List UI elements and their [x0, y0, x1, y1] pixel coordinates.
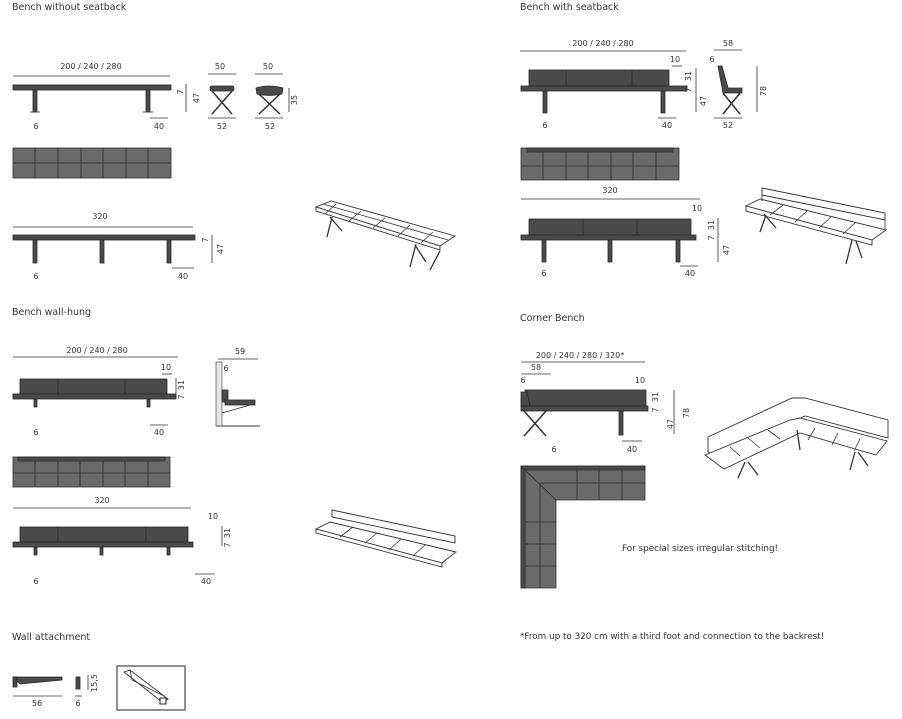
svg-text:47: 47	[666, 419, 675, 429]
svg-text:10: 10	[670, 55, 680, 64]
svg-text:10: 10	[635, 376, 645, 385]
bench-with-seatback-320-side-view: 320 10 6 40 31 7 47	[520, 186, 731, 278]
stool-side-views: 50 52 50 52 35	[208, 62, 299, 131]
corner-bench-side-view: 200 / 240 / 280 / 320* 58 6 10 6 40 31 7…	[520, 351, 691, 454]
title-bench-with-seatback: Bench with seatback	[520, 2, 619, 13]
title-bench-wall-hung: Bench wall-hung	[12, 307, 92, 318]
svg-text:56: 56	[32, 699, 42, 708]
bench-wall-hung-isometric	[314, 509, 458, 568]
title-bench-without-seatback: Bench without seatback	[12, 2, 127, 13]
svg-text:6: 6	[223, 364, 228, 373]
svg-text:40: 40	[154, 428, 164, 437]
svg-text:59: 59	[235, 347, 245, 356]
svg-text:58: 58	[531, 363, 541, 372]
svg-text:40: 40	[201, 577, 211, 586]
svg-text:6: 6	[75, 699, 80, 708]
bench-without-seatback-top-view	[12, 147, 172, 179]
svg-text:6: 6	[520, 376, 525, 385]
svg-text:320: 320	[602, 186, 617, 195]
wall-hung-section: 59 6	[215, 347, 260, 427]
svg-text:52: 52	[723, 121, 733, 130]
svg-text:6: 6	[33, 428, 38, 437]
svg-text:6: 6	[551, 445, 556, 454]
svg-text:7: 7	[651, 407, 660, 412]
bench-wall-hung-side-view: 200 / 240 / 280 10 6 40 31 7	[12, 346, 186, 437]
svg-text:200 / 240 / 280: 200 / 240 / 280	[572, 39, 633, 48]
svg-text:6: 6	[542, 121, 547, 130]
svg-text:7: 7	[201, 237, 210, 242]
svg-text:40: 40	[662, 121, 672, 130]
svg-text:10: 10	[161, 363, 171, 372]
bench-without-seatback-side-view: 200 / 240 / 280 6 40 7 47	[12, 62, 201, 131]
bench-with-seatback-top-view	[520, 147, 680, 181]
svg-text:10: 10	[692, 204, 702, 213]
svg-text:31: 31	[684, 71, 693, 81]
svg-text:50: 50	[215, 62, 225, 71]
svg-text:40: 40	[685, 269, 695, 278]
svg-text:31: 31	[651, 392, 660, 402]
svg-text:31: 31	[177, 380, 186, 390]
svg-text:52: 52	[217, 122, 227, 131]
svg-text:200 / 240 / 280 / 320*: 200 / 240 / 280 / 320*	[536, 351, 624, 360]
svg-text:7: 7	[223, 542, 232, 547]
svg-text:78: 78	[682, 408, 691, 418]
svg-text:78: 78	[759, 86, 768, 96]
corner-bench-top-view	[520, 465, 646, 589]
bench-wall-hung-top-view	[12, 456, 171, 488]
bench-wall-hung-320-side-view: 320 10 6 40 31 7	[12, 496, 232, 586]
bench-with-seatback-side-view: 200 / 240 / 280 10 6 40 31 7 47	[520, 39, 708, 130]
svg-text:7: 7	[684, 87, 693, 92]
note-special-sizes: For special sizes irregular stitching!	[622, 544, 779, 554]
svg-text:47: 47	[722, 245, 731, 255]
svg-text:6: 6	[541, 269, 546, 278]
svg-text:6: 6	[33, 577, 38, 586]
svg-text:10: 10	[208, 512, 218, 521]
svg-text:52: 52	[265, 122, 275, 131]
svg-text:320: 320	[92, 212, 107, 221]
bench-with-seatback-isometric	[744, 187, 888, 265]
svg-text:7: 7	[177, 394, 186, 399]
svg-text:15,5: 15,5	[90, 674, 99, 692]
svg-text:40: 40	[627, 445, 637, 454]
svg-text:35: 35	[290, 95, 299, 105]
corner-bench-isometric	[704, 397, 889, 479]
svg-text:40: 40	[154, 122, 164, 131]
svg-text:50: 50	[263, 62, 273, 71]
svg-text:6: 6	[33, 122, 38, 131]
bench-without-seatback-isometric	[314, 200, 457, 271]
svg-text:58: 58	[723, 39, 733, 48]
note-footnote: *From up to 320 cm with a third foot and…	[520, 632, 825, 642]
svg-text:7: 7	[176, 89, 185, 94]
svg-text:320: 320	[94, 496, 109, 505]
bench-320-side-view: 320 6 40 7 47	[12, 212, 225, 281]
dim-length: 200 / 240 / 280	[60, 62, 121, 71]
svg-text:200 / 240 / 280: 200 / 240 / 280	[66, 346, 127, 355]
svg-text:6: 6	[709, 55, 714, 64]
svg-text:47: 47	[699, 96, 708, 106]
title-corner-bench: Corner Bench	[520, 313, 585, 324]
wall-attachment-bracket: 56 6 15,5	[12, 674, 99, 708]
svg-text:40: 40	[178, 272, 188, 281]
svg-text:47: 47	[192, 93, 201, 103]
wall-attachment-detail	[116, 665, 186, 711]
title-wall-attachment: Wall attachment	[12, 632, 91, 643]
svg-text:7: 7	[707, 235, 716, 240]
svg-text:31: 31	[223, 528, 232, 538]
svg-text:47: 47	[216, 244, 225, 254]
svg-text:6: 6	[33, 272, 38, 281]
chair-side-view: 58 6 52 78	[709, 39, 768, 130]
svg-text:31: 31	[707, 220, 716, 230]
